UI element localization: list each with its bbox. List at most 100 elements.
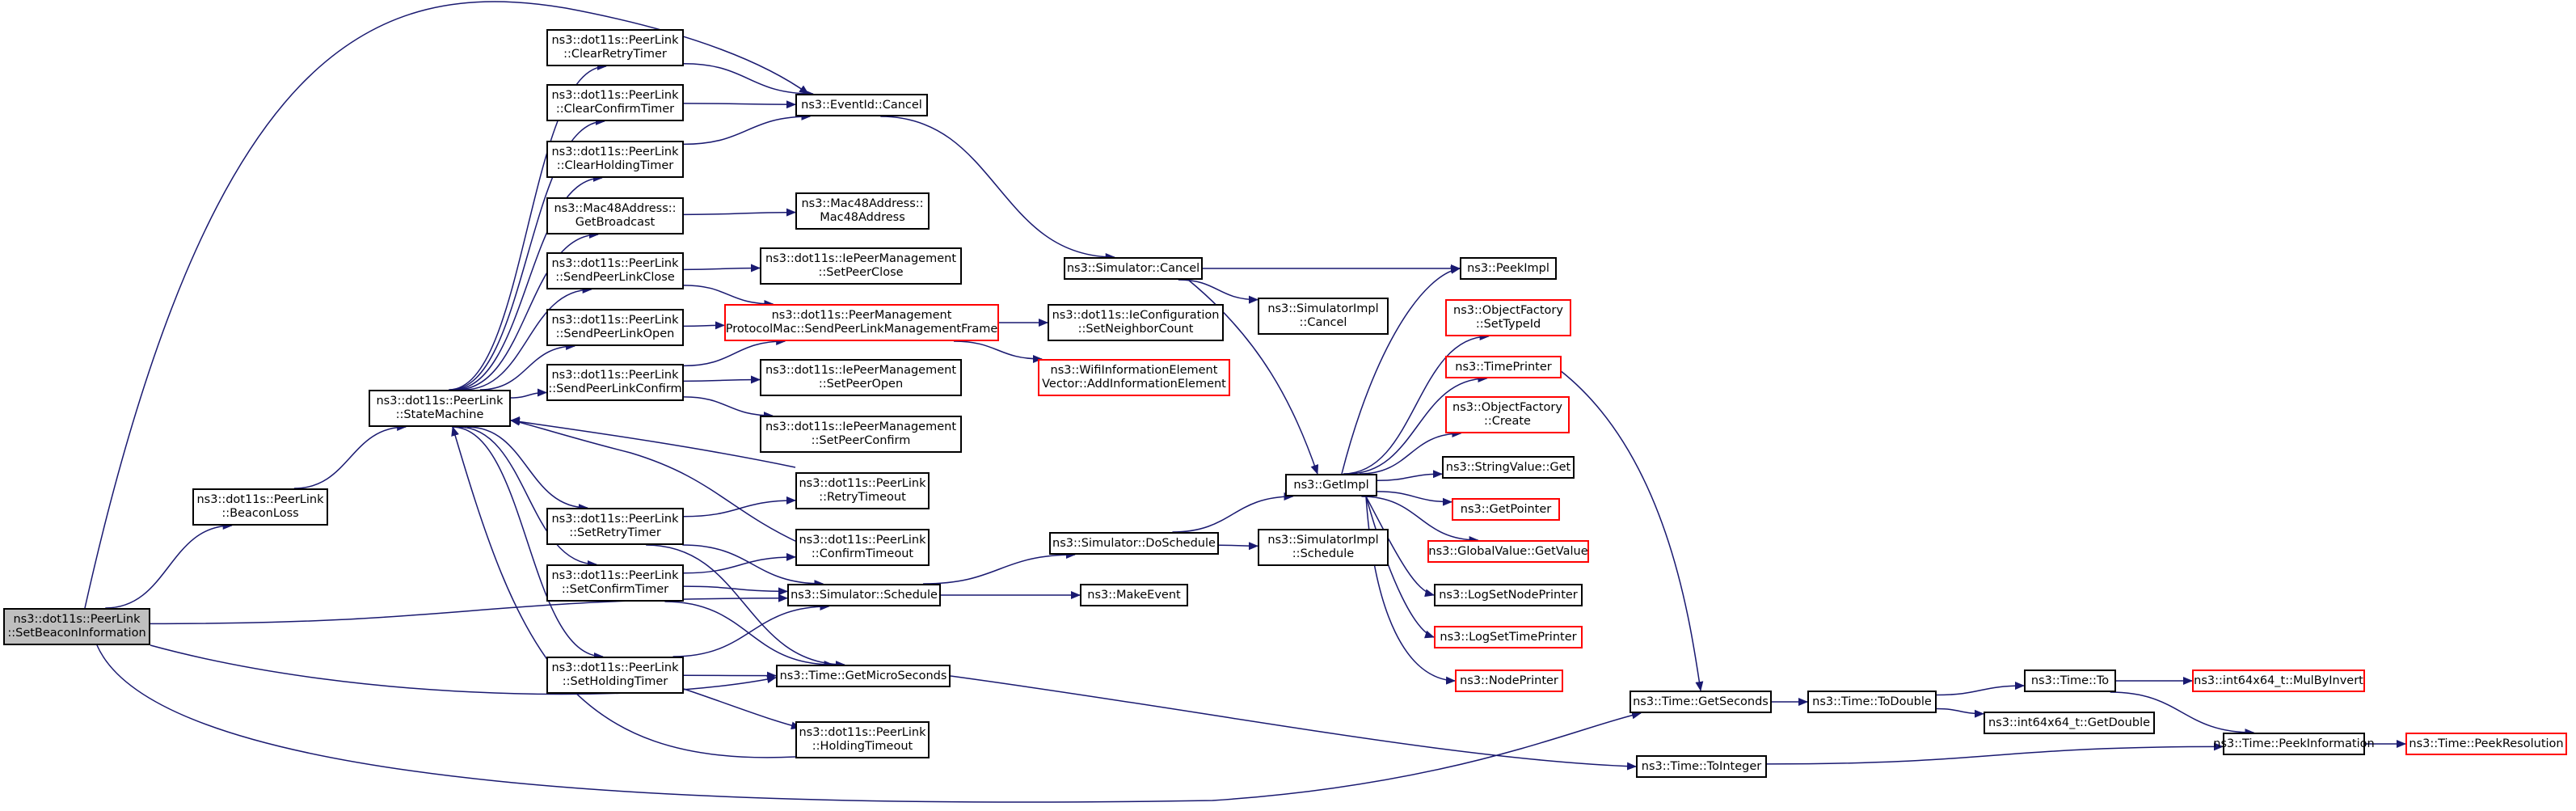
- edge-send_confirm-to-ie_confirm: [683, 396, 774, 420]
- node-label-line: ::SetNeighborCount: [1077, 323, 1194, 336]
- node-label-line: ns3::NodePrinter: [1460, 674, 1558, 687]
- node-label-line: Vector::AddInformationElement: [1042, 378, 1226, 391]
- node-mac48-ctor[interactable]: ns3::Mac48Address::Mac48Address: [795, 192, 930, 230]
- node-log-set-time[interactable]: ns3::LogSetTimePrinter: [1434, 626, 1583, 648]
- node-time-todouble[interactable]: ns3::Time::ToDouble: [1807, 691, 1937, 713]
- node-send-open[interactable]: ns3::dot11s::PeerLink::SendPeerLinkOpen: [546, 309, 684, 346]
- node-label-line: ::SetHoldingTimer: [562, 675, 668, 688]
- node-label-line: ns3::GetPointer: [1460, 502, 1552, 516]
- node-label-line: ::SetPeerConfirm: [811, 434, 911, 447]
- node-set-beacon[interactable]: ns3::dot11s::PeerLink::SetBeaconInformat…: [3, 608, 150, 645]
- node-label-line: ns3::Simulator::DoSchedule: [1052, 536, 1216, 550]
- edge-time_todouble-to-time_to: [1936, 682, 2025, 696]
- node-int64-mulbyinvert[interactable]: ns3::int64x64_t::MulByInvert: [2192, 669, 2365, 692]
- node-state-machine[interactable]: ns3::dot11s::PeerLink::StateMachine: [369, 390, 511, 427]
- edge-send_close-to-send_mgmt: [683, 285, 774, 308]
- edge-state_machine-to-send_open: [479, 342, 576, 391]
- node-label-line: ns3::Time::PeekInformation: [2213, 737, 2375, 750]
- node-label-line: ns3::Time::PeekResolution: [2409, 737, 2564, 750]
- node-label-line: ns3::Time::GetSeconds: [1633, 695, 1769, 708]
- node-log-set-node[interactable]: ns3::LogSetNodePrinter: [1434, 584, 1583, 606]
- edge-sim_cancel-to-get_impl: [1187, 279, 1319, 475]
- node-stringvalue-get[interactable]: ns3::StringValue::Get: [1442, 456, 1575, 479]
- node-beacon-loss[interactable]: ns3::dot11s::PeerLink::BeaconLoss: [192, 488, 328, 526]
- edge-set_beacon-to-get_micro: [150, 644, 777, 695]
- node-set-holding[interactable]: ns3::dot11s::PeerLink::SetHoldingTimer: [546, 657, 684, 694]
- edge-clear_holding-to-event_cancel: [683, 112, 812, 146]
- node-send-close[interactable]: ns3::dot11s::PeerLink::SendPeerLinkClose: [546, 252, 684, 289]
- node-time-tointeger[interactable]: ns3::Time::ToInteger: [1636, 755, 1767, 778]
- node-label-line: ns3::PeekImpl: [1467, 261, 1549, 275]
- node-label-line: ns3::GetImpl: [1293, 478, 1369, 492]
- edge-get_impl-to-objfactory_settypeid: [1343, 332, 1490, 475]
- node-event-cancel[interactable]: ns3::EventId::Cancel: [795, 94, 928, 116]
- edge-confirm_timeout-to-state_machine: [510, 416, 801, 544]
- node-get-impl[interactable]: ns3::GetImpl: [1285, 474, 1377, 496]
- node-label-line: ::SendPeerLinkOpen: [555, 327, 675, 340]
- edge-set_retry-to-get_micro: [646, 544, 845, 669]
- node-time-getseconds[interactable]: ns3::Time::GetSeconds: [1629, 691, 1772, 713]
- node-time-peekres[interactable]: ns3::Time::PeekResolution: [2405, 733, 2567, 755]
- edge-send_confirm-to-ie_open: [683, 375, 761, 384]
- node-simimpl-schedule[interactable]: ns3::SimulatorImpl::Schedule: [1258, 529, 1389, 566]
- node-ie-confirm[interactable]: ns3::dot11s::IePeerManagement::SetPeerCo…: [760, 416, 962, 453]
- node-label-line: ns3::Mac48Address::: [801, 197, 924, 210]
- edge-clear_confirm-to-event_cancel: [683, 100, 796, 109]
- node-label-line: ns3::dot11s::PeerLink: [551, 314, 679, 327]
- node-label-line: ns3::dot11s::PeerLink: [551, 569, 679, 582]
- edge-get_impl-to-globalvalue_getvalue: [1361, 496, 1479, 544]
- node-get-pointer[interactable]: ns3::GetPointer: [1452, 498, 1560, 521]
- node-label-line: ns3::dot11s::PeerLink: [13, 613, 141, 626]
- node-retry-timeout[interactable]: ns3::dot11s::PeerLink::RetryTimeout: [795, 472, 930, 509]
- node-confirm-timeout[interactable]: ns3::dot11s::PeerLink::ConfirmTimeout: [795, 529, 930, 566]
- node-label-line: ::SetBeaconInformation: [7, 627, 146, 640]
- node-label-line: ns3::dot11s::PeerManagement: [771, 309, 952, 322]
- node-get-micro[interactable]: ns3::Time::GetMicroSeconds: [776, 665, 951, 687]
- node-int64-getdouble[interactable]: ns3::int64x64_t::GetDouble: [1984, 712, 2155, 734]
- node-label-line: ns3::Simulator::Schedule: [791, 588, 938, 602]
- edge-set_beacon-to-event_cancel: [84, 1, 809, 609]
- node-send-confirm[interactable]: ns3::dot11s::PeerLink::SendPeerLinkConfi…: [546, 364, 684, 401]
- edge-clear_retry-to-event_cancel: [683, 63, 814, 98]
- node-simimpl-cancel[interactable]: ns3::SimulatorImpl::Cancel: [1258, 298, 1389, 335]
- edge-set_holding-to-sim_schedule: [672, 602, 830, 657]
- node-holding-timeout[interactable]: ns3::dot11s::PeerLink::HoldingTimeout: [795, 721, 930, 758]
- node-ie-close[interactable]: ns3::dot11s::IePeerManagement::SetPeerCl…: [760, 247, 962, 285]
- node-objfactory-settypeid[interactable]: ns3::ObjectFactory::SetTypeId: [1445, 299, 1571, 336]
- node-label-line: ns3::StringValue::Get: [1445, 460, 1571, 474]
- node-label-line: ns3::dot11s::PeerLink: [551, 146, 679, 158]
- edge-send_mgmt-to-wifi_add: [953, 340, 1043, 363]
- node-label-line: ns3::SimulatorImpl: [1267, 302, 1379, 315]
- node-label-line: ns3::dot11s::IePeerManagement: [765, 420, 957, 433]
- node-sim-cancel[interactable]: ns3::Simulator::Cancel: [1064, 257, 1203, 280]
- node-label-line: ::SetTypeId: [1475, 318, 1541, 331]
- node-objfactory-create[interactable]: ns3::ObjectFactory::Create: [1445, 396, 1570, 433]
- node-ieconf-setneighbor[interactable]: ns3::dot11s::IeConfiguration::SetNeighbo…: [1048, 304, 1224, 341]
- node-time-to[interactable]: ns3::Time::To: [2024, 669, 2116, 692]
- node-make-event[interactable]: ns3::MakeEvent: [1080, 584, 1188, 606]
- node-peek-impl[interactable]: ns3::PeekImpl: [1460, 257, 1557, 280]
- node-sim-doschedule[interactable]: ns3::Simulator::DoSchedule: [1049, 532, 1219, 555]
- node-label-line: ns3::dot11s::PeerLink: [799, 534, 926, 547]
- node-clear-retry[interactable]: ns3::dot11s::PeerLink::ClearRetryTimer: [546, 29, 684, 66]
- node-set-confirm[interactable]: ns3::dot11s::PeerLink::SetConfirmTimer: [546, 564, 684, 602]
- node-set-retry[interactable]: ns3::dot11s::PeerLink::SetRetryTimer: [546, 508, 684, 545]
- node-label-line: ns3::dot11s::PeerLink: [551, 661, 679, 674]
- node-globalvalue-getvalue[interactable]: ns3::GlobalValue::GetValue: [1427, 540, 1589, 563]
- node-clear-confirm[interactable]: ns3::dot11s::PeerLink::ClearConfirmTimer: [546, 84, 684, 121]
- edge-state_machine-to-set_retry: [467, 426, 588, 512]
- edge-time_tointeger-to-time_peekinfo: [1766, 742, 2224, 765]
- node-label-line: ns3::dot11s::IePeerManagement: [765, 252, 957, 265]
- node-label-line: ns3::Time::GetMicroSeconds: [779, 669, 947, 682]
- node-time-peekinfo[interactable]: ns3::Time::PeekInformation: [2213, 733, 2375, 755]
- node-clear-holding[interactable]: ns3::dot11s::PeerLink::ClearHoldingTimer: [546, 141, 684, 178]
- node-node-printer[interactable]: ns3::NodePrinter: [1455, 669, 1563, 692]
- node-sim-schedule[interactable]: ns3::Simulator::Schedule: [787, 584, 941, 606]
- node-get-broadcast[interactable]: ns3::Mac48Address::GetBroadcast: [546, 197, 684, 234]
- node-time-printer[interactable]: ns3::TimePrinter: [1445, 356, 1562, 378]
- node-ie-open[interactable]: ns3::dot11s::IePeerManagement::SetPeerOp…: [760, 359, 962, 396]
- node-label-line: GetBroadcast: [575, 216, 656, 229]
